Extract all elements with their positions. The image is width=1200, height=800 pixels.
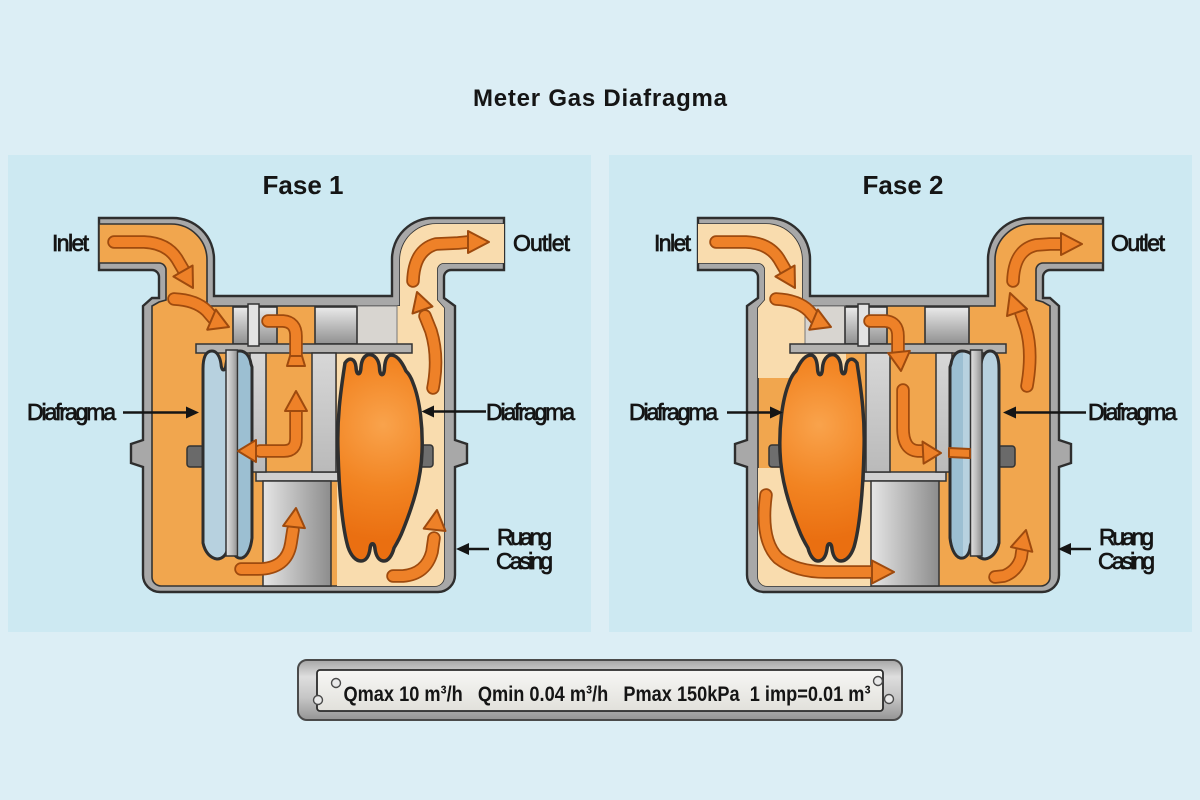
svg-text:Casing: Casing bbox=[496, 548, 553, 574]
svg-text:Diafragma: Diafragma bbox=[629, 399, 718, 425]
svg-text:Outlet: Outlet bbox=[1111, 230, 1166, 256]
svg-text:Diafragma: Diafragma bbox=[1088, 399, 1177, 425]
svg-text:Diafragma: Diafragma bbox=[486, 399, 575, 425]
svg-text:Qmax 10 m³/h Qmin 0.04 m³/h: Qmax 10 m³/h Qmin 0.04 m³/h Pmax 150kPa … bbox=[344, 682, 871, 706]
svg-text:Casing: Casing bbox=[1098, 548, 1155, 574]
svg-text:Fase 2: Fase 2 bbox=[863, 170, 944, 200]
svg-text:Meter Gas Diafragma: Meter Gas Diafragma bbox=[473, 85, 728, 112]
svg-text:Outlet: Outlet bbox=[513, 230, 571, 256]
svg-text:Ruang: Ruang bbox=[497, 524, 552, 550]
svg-text:Diafragma: Diafragma bbox=[27, 399, 116, 425]
svg-text:Fase 1: Fase 1 bbox=[263, 170, 344, 200]
svg-text:Inlet: Inlet bbox=[654, 230, 692, 256]
svg-text:Inlet: Inlet bbox=[52, 230, 90, 256]
svg-text:Ruang: Ruang bbox=[1099, 524, 1154, 550]
